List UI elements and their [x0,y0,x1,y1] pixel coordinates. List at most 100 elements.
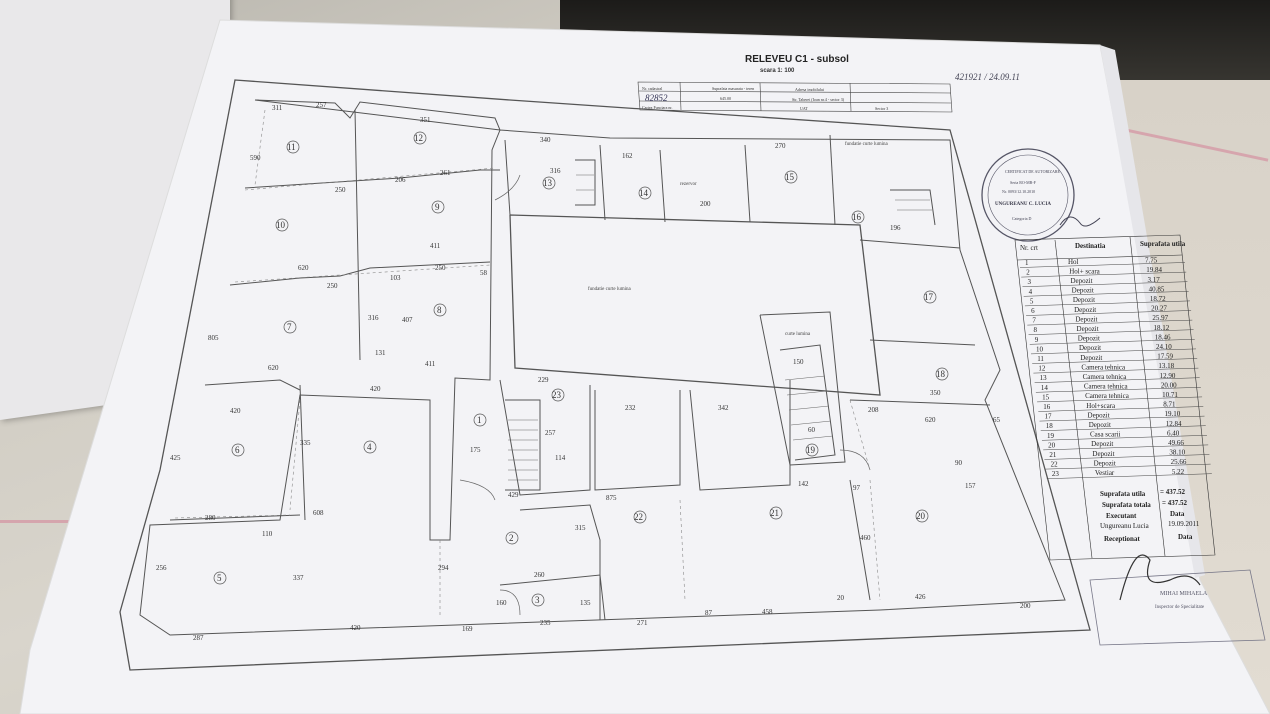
stamp-cat: Categoria D [1012,216,1032,221]
dimension: 162 [622,152,633,160]
table-row-line [1028,329,1194,335]
exec-label: Executant [1106,512,1137,520]
row-destination: Depozit [1091,440,1113,448]
room-number: 12 [414,133,423,143]
row-area: 40.85 [1149,285,1165,293]
hdr-cell: Sector 3 [875,106,888,111]
dimension: 175 [470,446,481,454]
table-row-line [1040,425,1206,431]
dimension: 97 [853,484,861,492]
dimension: 169 [462,625,473,633]
table-row-line [1035,387,1201,393]
table-row-line [1033,367,1199,374]
row-destination: Depozit [1078,335,1100,343]
hdr-cell: Cartea Funciara nr. [642,105,673,110]
dimension: 257 [316,101,327,109]
row-area: 20.00 [1161,381,1177,389]
row-destination: Camera tehnica [1083,373,1128,381]
table-row-line [1034,377,1200,383]
dimension: 411 [425,360,436,368]
room-number: 9 [435,202,440,212]
dimension: 157 [965,482,976,490]
row-destination: Depozit [1089,421,1111,429]
row-area: 38.10 [1169,449,1185,457]
room-number: 10 [276,220,286,230]
row-destination: Hol+scara [1086,402,1116,410]
dimension: 270 [775,142,786,150]
row-area: 13.18 [1158,362,1174,370]
table-row-line [1041,435,1207,441]
table-row-line [1030,348,1196,355]
row-area: 8.71 [1163,401,1176,409]
row-number: 20 [1048,441,1056,449]
row-area: 7.75 [1145,257,1158,265]
dimension: 256 [156,564,167,572]
dimension: 65 [993,416,1001,424]
dimension: 196 [890,224,901,232]
dimension: 620 [268,364,279,372]
table-row-line [1032,358,1198,364]
room-number: 14 [639,188,649,198]
total-util: = 437.52 [1160,488,1185,496]
row-destination: Depozit [1075,315,1097,323]
dimension: 257 [545,429,556,437]
plan-label-rezervor: rezervor [680,182,697,187]
dimension: 20 [837,594,845,602]
dimension: 87 [705,609,713,617]
row-area: 5.22 [1172,468,1185,476]
total-label: Suprafata totala [1102,501,1151,509]
table-row-line [1024,300,1190,307]
room-number: 3 [535,595,540,605]
row-destination: Camera tehnica [1084,383,1129,391]
row-area: 12.90 [1160,372,1176,380]
row-number: 9 [1035,336,1039,344]
dimension: 590 [250,154,261,162]
dimension: 135 [580,599,591,607]
data-label: Data [1170,510,1185,518]
row-area: 19.84 [1146,266,1162,274]
room-number: 7 [287,322,292,332]
doc-title: RELEVEU C1 - subsol [745,54,849,65]
dimension: 200 [700,200,711,208]
dimension: 460 [860,534,871,542]
plan-label-fundatie: fundatie curte lumina [588,287,632,292]
dimension: 142 [798,480,809,488]
total: = 437.52 [1162,499,1187,507]
table-row-line [1019,262,1186,268]
row-destination: Depozit [1074,306,1096,314]
row-number: 21 [1049,451,1057,459]
room-number: 18 [936,369,946,379]
signature-mark [1059,216,1101,227]
row-area: 25.97 [1152,314,1168,322]
table-row-line [1021,271,1187,278]
room-number: 5 [217,573,222,583]
table-row-line [1022,281,1188,287]
dimension: 260 [534,571,545,579]
dimension: 458 [762,608,773,616]
table-row-line [1046,473,1212,479]
floor-plan [119,79,1091,671]
dimension: 342 [718,404,729,412]
stamp-name: UNGUREANU C. LUCIA [995,202,1051,207]
row-area: 18.46 [1155,333,1171,341]
room-number: 13 [543,178,553,188]
cadastral-no: 82852 [645,93,668,103]
table-row-line [1038,406,1204,412]
room-markers [213,131,949,607]
exec-date: 19.09.2011 [1168,520,1200,528]
room-numbers: 1 2 3 4 5 6 7 8 9 10 11 12 13 14 15 16 1… [217,133,946,605]
row-destination: Depozit [1077,325,1099,333]
row-destination: Hol [1068,258,1079,266]
table-row-line [1026,310,1192,316]
row-destination: Depozit [1094,459,1116,467]
dimension: 420 [350,624,361,632]
table-row-line [1039,415,1205,422]
row-area: 20.27 [1151,305,1167,313]
row-number: 19 [1047,432,1055,440]
table-row-line [1043,444,1209,451]
plan-label-curte: curte lumina [785,332,811,337]
dimension: 335 [300,439,311,447]
dimension: 411 [430,242,441,250]
table-row-line [1029,339,1195,345]
